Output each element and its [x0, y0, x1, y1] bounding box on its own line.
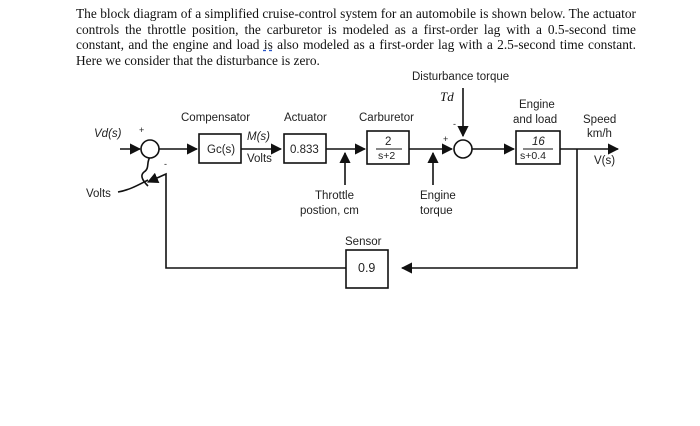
input-label: Vd(s)	[94, 128, 122, 140]
disturbance-label: Disturbance torque	[412, 71, 509, 83]
problem-text-part1: The block diagram of a simplified cruise…	[76, 6, 636, 53]
speed-units: km/h	[587, 128, 612, 140]
actuator-block	[283, 133, 327, 164]
feedback-to-sum1	[146, 172, 346, 269]
engine-torque-label-1: Engine	[420, 190, 456, 202]
engine-denominator: s+0.4	[520, 150, 546, 162]
volts-pointer	[117, 179, 149, 193]
engine-load-block	[515, 130, 561, 165]
summing-junction-2	[453, 139, 473, 159]
sensor-title: Sensor	[345, 236, 382, 248]
actuator-title: Actuator	[284, 112, 327, 124]
summing-junction-1	[140, 139, 160, 159]
sum1-plus-sign: +	[139, 125, 144, 135]
input-units-label: Volts	[86, 188, 111, 200]
engine-title-2: and load	[513, 114, 557, 126]
carburetor-denominator: s+2	[378, 150, 395, 162]
throttle-label-2: postion, cm	[300, 205, 359, 217]
speed-label: Speed	[583, 114, 616, 126]
problem-text-underlined: is	[263, 37, 273, 53]
sum2-minus-sign: -	[453, 119, 456, 129]
problem-statement: The block diagram of a simplified cruise…	[76, 6, 636, 68]
sensor-block	[345, 249, 389, 289]
engine-torque-label-2: torque	[420, 205, 453, 217]
sensor-gain: 0.9	[358, 261, 375, 275]
signal-m-label: M(s)	[247, 131, 270, 143]
engine-numerator: 16	[532, 136, 545, 148]
carburetor-numerator: 2	[385, 136, 391, 148]
feedback-to-sensor	[400, 149, 578, 274]
sum1-squiggle	[141, 156, 151, 187]
actuator-gain: 0.833	[290, 144, 319, 156]
carburetor-block	[366, 130, 410, 165]
signal-m-units: Volts	[247, 153, 272, 165]
output-label: V(s)	[594, 155, 615, 167]
disturbance-symbol: Td	[440, 89, 454, 104]
carburetor-title: Carburetor	[359, 112, 414, 124]
compensator-title: Compensator	[181, 112, 250, 124]
compensator-tf: Gc(s)	[207, 144, 235, 156]
engine-title-1: Engine	[519, 99, 555, 111]
sum1-minus-sign: -	[164, 159, 167, 169]
throttle-label-1: Throttle	[315, 190, 354, 202]
sum2-plus-sign: +	[443, 134, 448, 144]
compensator-block	[198, 133, 242, 164]
problem-text-part2: also modeled as a first-order lag with a…	[76, 37, 636, 68]
